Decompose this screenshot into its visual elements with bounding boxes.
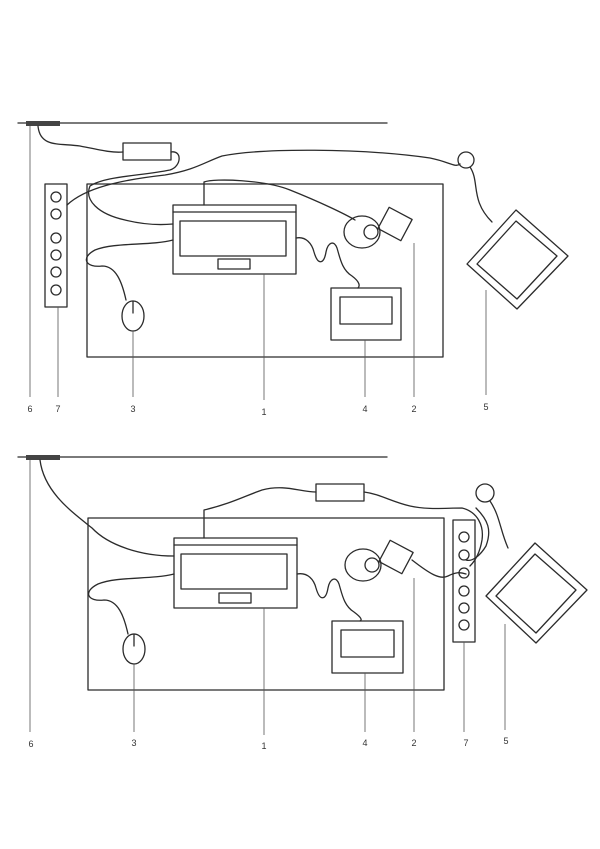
label-webcam: 2 (411, 738, 416, 748)
leader-lines (29, 460, 506, 735)
monitor (485, 542, 588, 644)
drawing-tablet (330, 287, 402, 341)
monitor (466, 209, 569, 310)
cables (39, 459, 509, 635)
label-socket: 6 (28, 739, 33, 749)
webcam (343, 206, 413, 249)
label-mouse: 3 (131, 738, 136, 748)
label-power-strip: 7 (55, 404, 60, 414)
desk (86, 183, 444, 358)
diagram-before: 6 7 3 1 4 2 5 (17, 121, 569, 417)
power-strip (452, 519, 476, 643)
power-strip (44, 183, 68, 308)
mouse (121, 300, 145, 332)
power-adapter (315, 483, 365, 502)
mouse (122, 633, 146, 665)
wall-socket (26, 121, 60, 126)
label-laptop: 1 (261, 741, 266, 751)
wall-socket (26, 455, 60, 460)
label-tablet: 4 (362, 738, 367, 748)
label-monitor: 5 (483, 402, 488, 412)
diagram-after: 6 3 1 4 2 7 5 (17, 455, 588, 751)
leader-lines (29, 126, 487, 400)
laptop (173, 537, 298, 609)
power-adapter (122, 142, 172, 161)
label-monitor: 5 (503, 736, 508, 746)
label-webcam: 2 (411, 404, 416, 414)
label-power-strip: 7 (463, 738, 468, 748)
label-laptop: 1 (261, 407, 266, 417)
label-mouse: 3 (130, 404, 135, 414)
laptop (172, 204, 297, 275)
desk (87, 517, 445, 691)
label-socket: 6 (27, 404, 32, 414)
webcam (344, 539, 414, 582)
drawing-tablet (331, 620, 404, 674)
label-tablet: 4 (362, 404, 367, 414)
cables (37, 125, 493, 301)
